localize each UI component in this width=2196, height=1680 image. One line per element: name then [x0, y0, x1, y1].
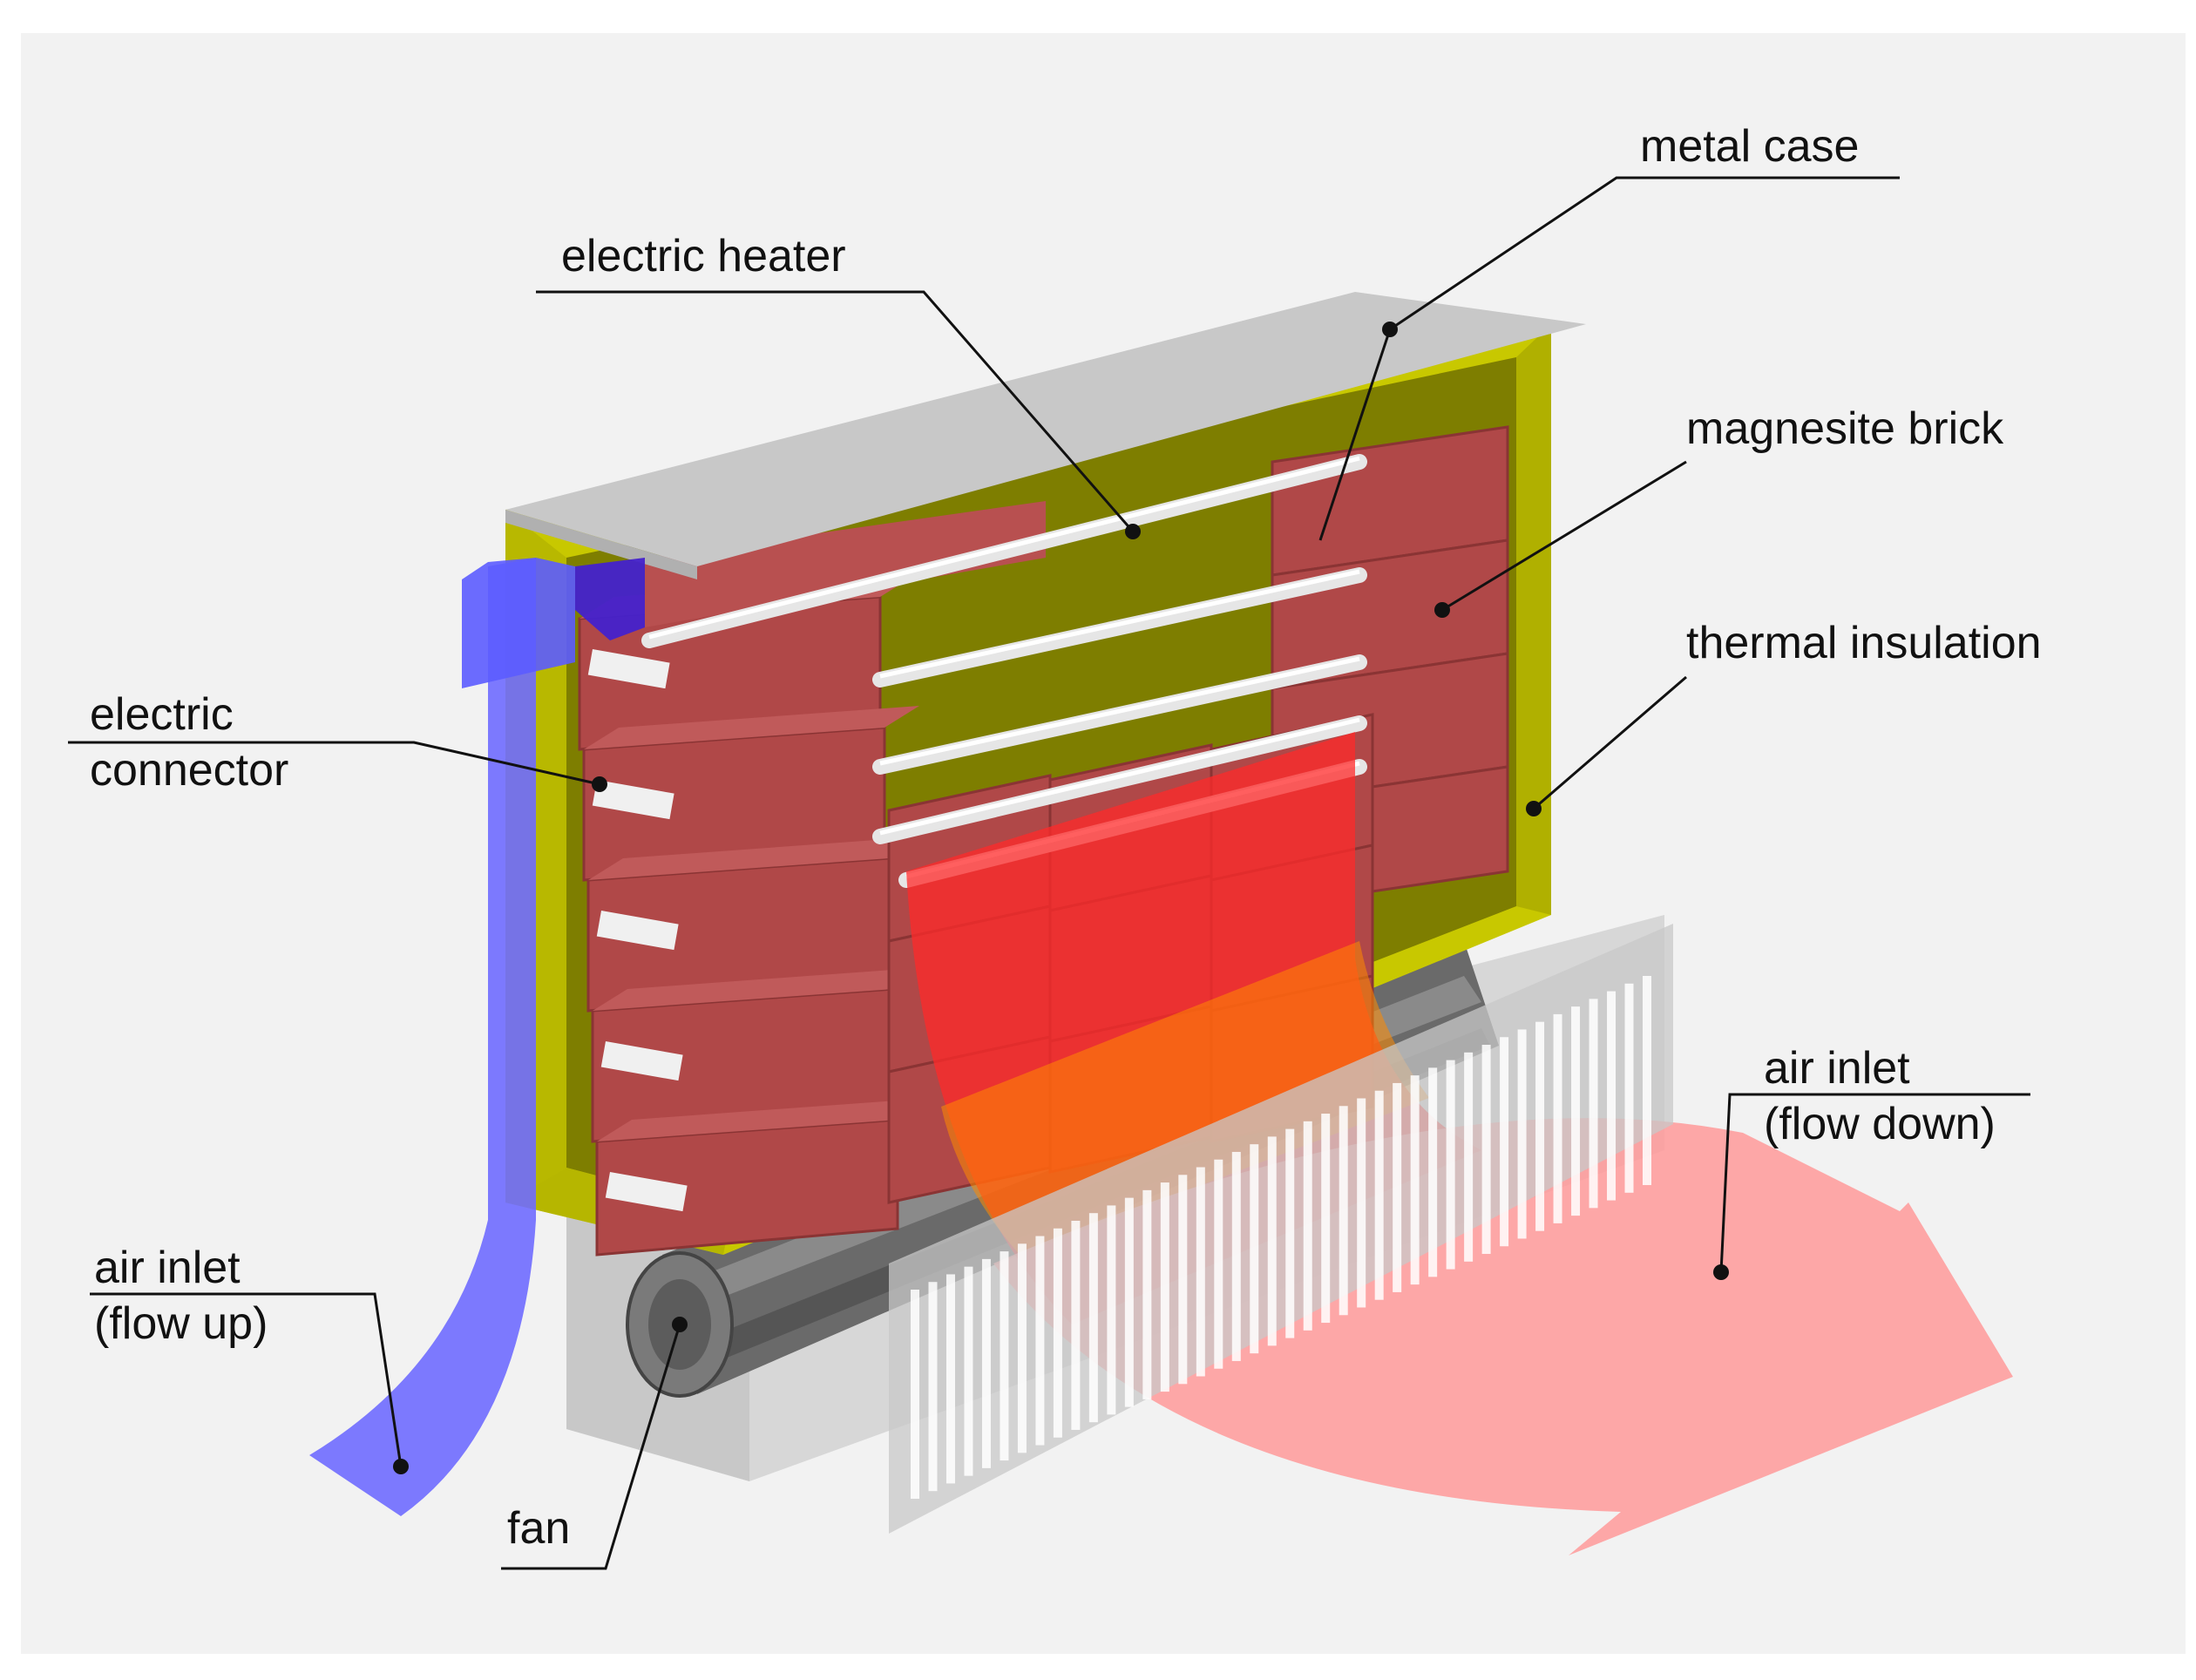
grille-slot: [1464, 1052, 1474, 1262]
grille-slot: [1517, 1029, 1527, 1239]
electric-connector: [587, 649, 670, 689]
metal-case: [505, 292, 1586, 579]
label-fan: fan: [507, 1503, 571, 1554]
label-air-inlet-down-line1: air inlet: [1764, 1043, 1910, 1094]
dot-fan: [672, 1317, 688, 1332]
leader-lines: [68, 176, 2030, 1570]
electric-connector: [605, 1172, 688, 1212]
grille-slot: [1107, 1205, 1116, 1415]
magnesite-brick-top: [597, 1098, 932, 1141]
grille-slot: [946, 1274, 955, 1484]
grille-slot: [1374, 1090, 1384, 1300]
label-air-inlet-down-line2: (flow down): [1764, 1099, 1996, 1149]
grille-slot: [981, 1258, 991, 1468]
grille-slot: [1267, 1136, 1277, 1346]
grille-slot: [1160, 1182, 1169, 1392]
label-electric-connector-line2: connector: [90, 745, 289, 796]
magnesite-brick-top: [593, 967, 928, 1011]
grille-slot: [1571, 1006, 1581, 1216]
electric-heater-rod-highlight: [879, 656, 1360, 766]
grille-slot: [1196, 1167, 1205, 1377]
grille-slot: [1000, 1251, 1009, 1461]
grille-slot: [1624, 983, 1634, 1193]
leader-electric-connector: [68, 741, 600, 786]
magnesite-brick-top: [584, 706, 919, 749]
grille-slot: [1446, 1060, 1455, 1270]
grille-slot: [1214, 1159, 1223, 1369]
grille-slot: [1178, 1175, 1188, 1385]
grille-slot: [1017, 1243, 1027, 1453]
grille-slot: [1357, 1098, 1366, 1308]
grille-slot: [1428, 1067, 1438, 1277]
grille-slot: [1053, 1228, 1062, 1438]
grille-slot: [1553, 1013, 1562, 1223]
dot-air-inlet-down: [1713, 1264, 1729, 1280]
grille-slot: [928, 1282, 938, 1492]
grille-slot: [1142, 1189, 1152, 1399]
grille-slot: [1535, 1021, 1545, 1231]
grille-slot: [1339, 1106, 1348, 1316]
electric-connector: [600, 1041, 683, 1081]
grille-slot: [1035, 1236, 1045, 1446]
dot-thermal-insulation: [1526, 801, 1542, 816]
leader-air-inlet-up: [90, 1292, 403, 1467]
grille-slot: [1071, 1220, 1081, 1430]
electric-heater-rod-highlight: [879, 717, 1360, 836]
grille-slot: [1231, 1151, 1241, 1361]
dot-electric-heater: [1125, 524, 1141, 539]
leader-fan: [501, 1324, 681, 1570]
electric-heater-rod: [872, 654, 1367, 775]
electric-heater-rod: [641, 454, 1367, 648]
grille-slot: [1321, 1114, 1331, 1324]
electric-heater-rod: [872, 567, 1367, 688]
magnesite-brick: [595, 1118, 899, 1257]
dot-air-inlet-up: [393, 1459, 409, 1474]
grille-slot: [1481, 1045, 1491, 1255]
grille-slot: [1250, 1144, 1259, 1354]
grille-slot: [1589, 999, 1598, 1209]
dot-magnesite-brick: [1434, 602, 1450, 618]
electric-heater-rod-highlight: [648, 456, 1360, 640]
label-electric-connector-line1: electric: [90, 689, 234, 740]
leader-electric-heater: [536, 290, 1135, 532]
leader-metal-case-top: [1389, 176, 1900, 331]
grille-slot: [911, 1290, 919, 1499]
grille-slot: [1285, 1128, 1295, 1338]
leader-metal-case: [1318, 329, 1392, 541]
grille-slot: [1643, 976, 1651, 1185]
label-thermal-insulation: thermal insulation: [1686, 618, 2042, 668]
leader-thermal-insulation: [1533, 675, 1687, 810]
electric-heater-rod-highlight: [879, 569, 1360, 679]
electric-connector: [596, 911, 679, 951]
grille-slot: [964, 1266, 973, 1476]
air-flow-up: [309, 558, 645, 1516]
grille-slot: [1410, 1075, 1420, 1285]
leader-magnesite-brick: [1441, 460, 1687, 612]
magnesite-brick: [645, 501, 1046, 627]
grille-slot: [1393, 1082, 1402, 1292]
grille-slot: [1124, 1197, 1134, 1407]
electric-heater-rod: [872, 715, 1367, 844]
label-magnesite-brick: magnesite brick: [1686, 403, 2004, 454]
air-outlet-grille: [889, 924, 1673, 1534]
dot-metal-case: [1382, 322, 1398, 337]
magnesite-brick-top: [588, 837, 924, 880]
grille-slot: [1303, 1121, 1312, 1331]
grille-slot: [1500, 1037, 1509, 1247]
grille-slot: [1088, 1213, 1098, 1423]
leader-dots: [393, 322, 1729, 1474]
dot-electric-connector: [592, 776, 607, 792]
label-air-inlet-up-line1: air inlet: [94, 1243, 241, 1293]
grille-slot: [1607, 991, 1616, 1201]
electric-connector: [592, 780, 674, 820]
label-electric-heater: electric heater: [561, 231, 846, 281]
label-air-inlet-up-line2: (flow up): [94, 1298, 268, 1349]
leader-air-inlet-down: [1719, 1093, 2030, 1273]
label-metal-case: metal case: [1640, 121, 1860, 172]
